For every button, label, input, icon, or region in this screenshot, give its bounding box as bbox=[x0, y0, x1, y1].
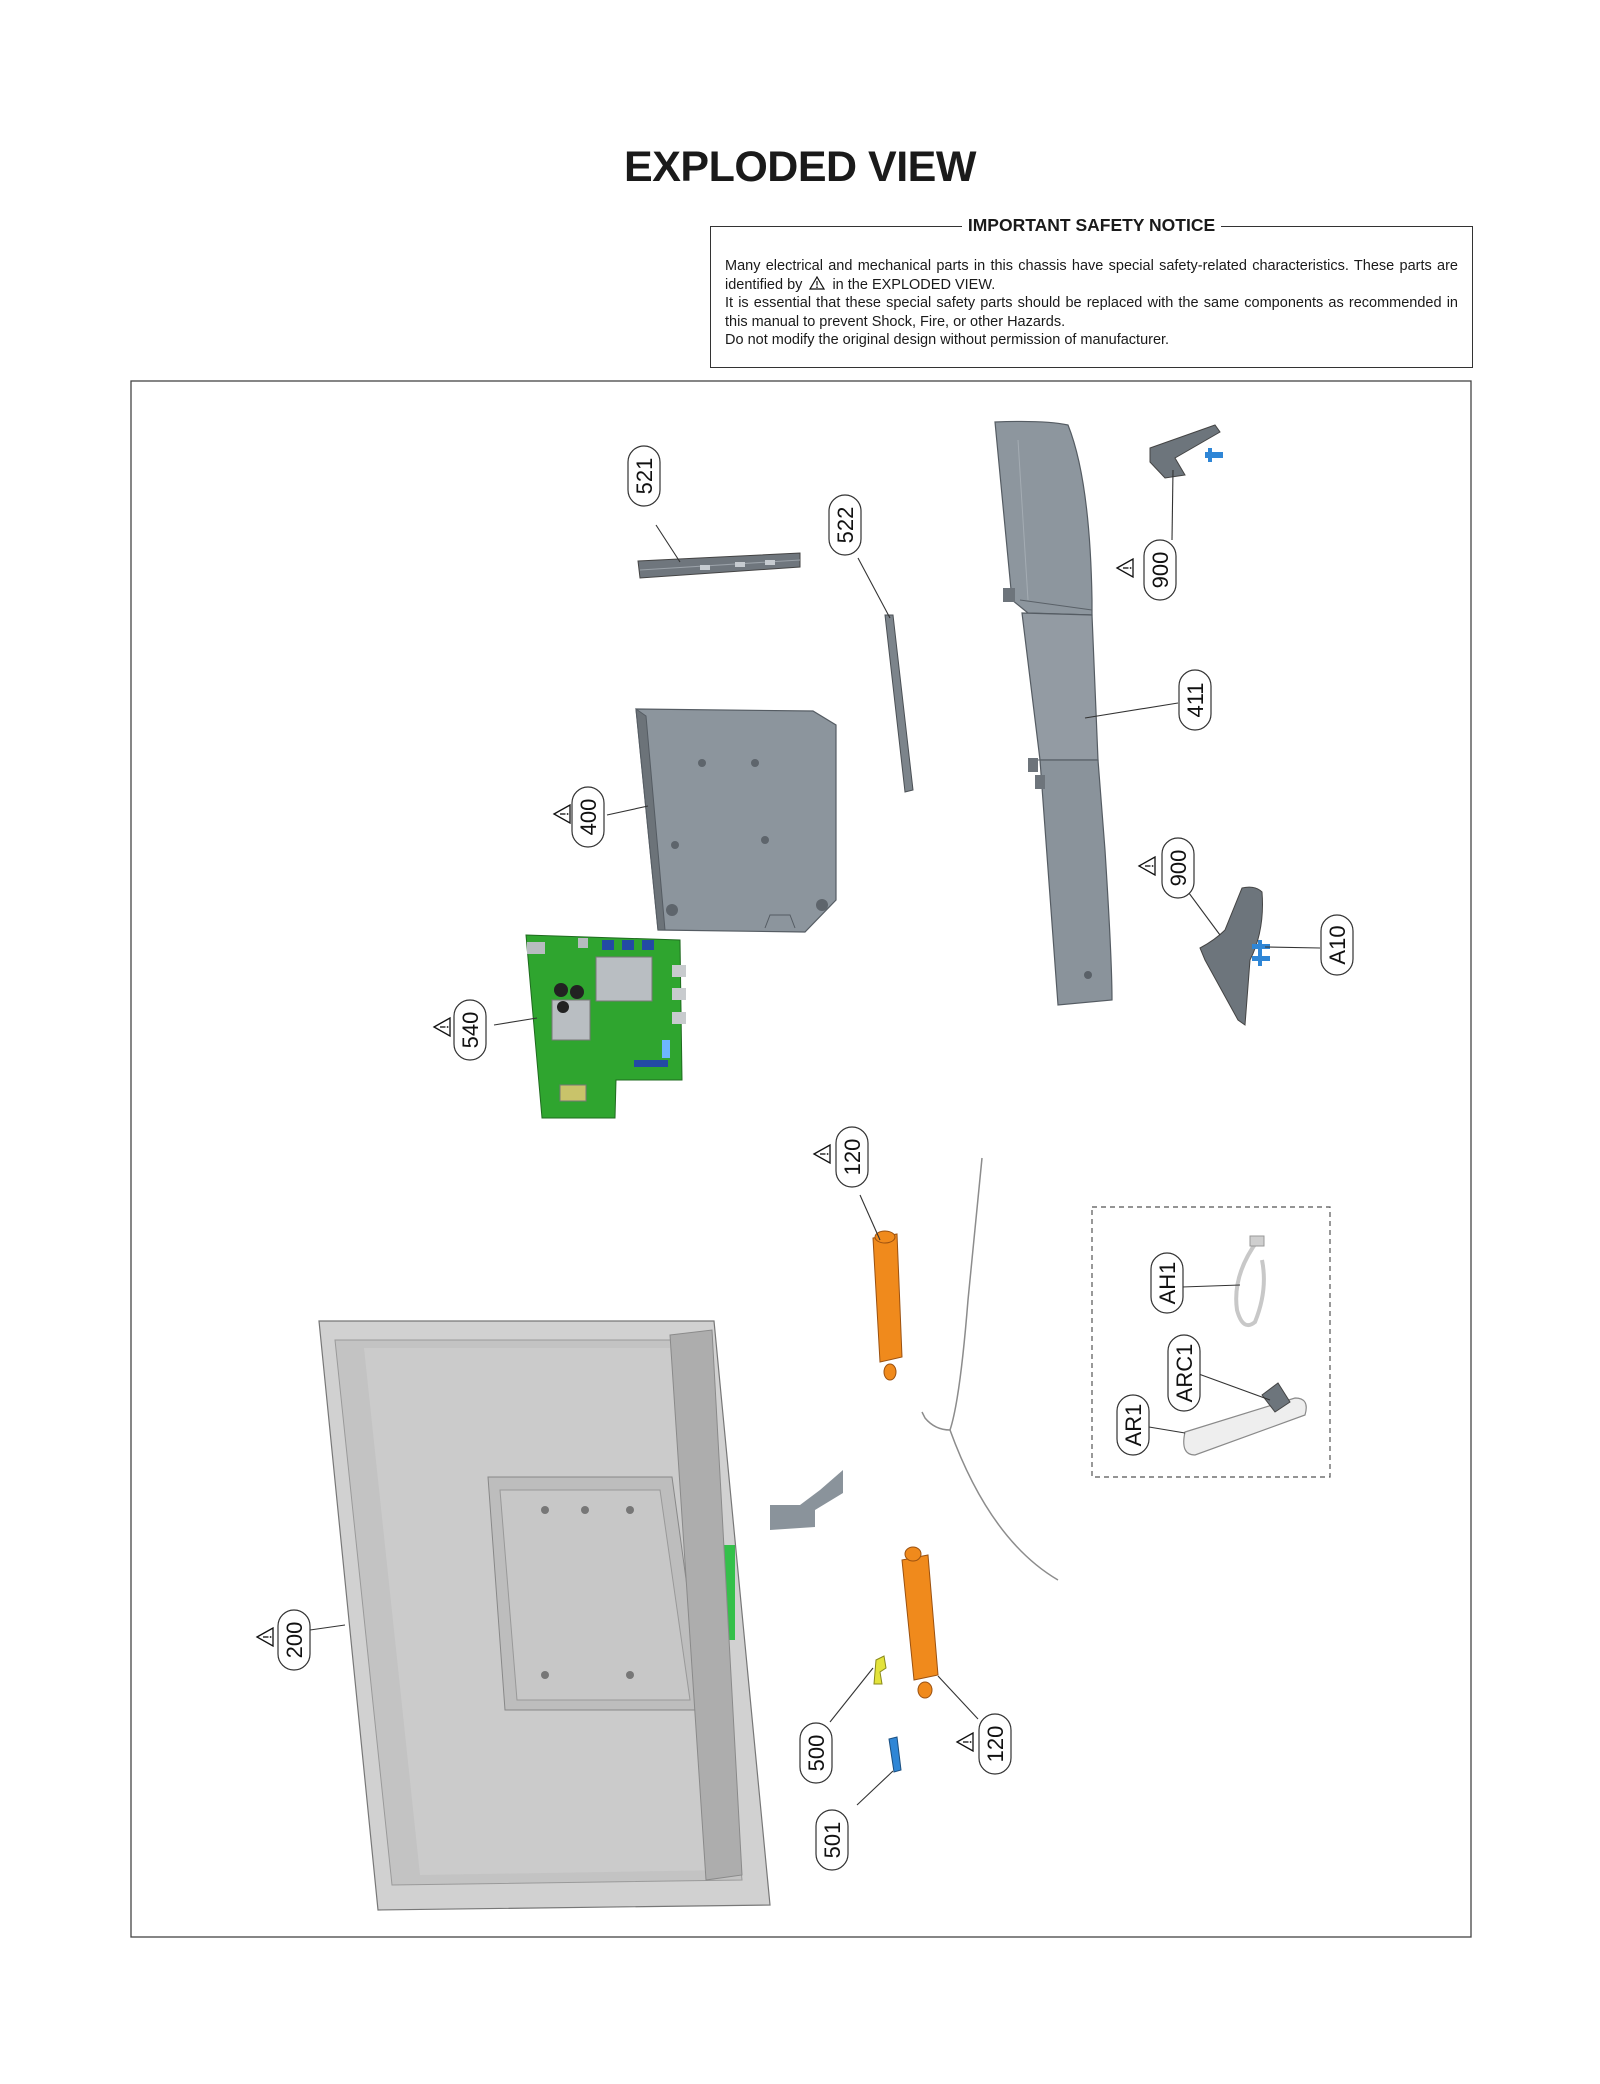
leader-lines bbox=[309, 469, 1321, 1806]
svg-text:500: 500 bbox=[804, 1735, 829, 1772]
svg-text:900: 900 bbox=[1148, 552, 1173, 589]
safety-notice-box: IMPORTANT SAFETY NOTICE Many electrical … bbox=[710, 215, 1473, 368]
warning-triangle-icon bbox=[809, 275, 826, 290]
svg-text:521: 521 bbox=[632, 458, 657, 495]
part-900-stand-top bbox=[1149, 424, 1221, 479]
callout-ar1: AR1 bbox=[1116, 1394, 1150, 1456]
callout-arc1: ARC1 bbox=[1167, 1334, 1201, 1412]
svg-text:900: 900 bbox=[1166, 850, 1191, 887]
svg-text:120: 120 bbox=[840, 1139, 865, 1176]
part-521-bracket bbox=[637, 552, 801, 579]
warning-triangle-icon bbox=[256, 1627, 274, 1647]
safety-notice-paragraph: Do not modify the original design withou… bbox=[725, 332, 1170, 349]
callout-540: 540 bbox=[453, 999, 487, 1061]
callout-900-top: 900 bbox=[1143, 539, 1177, 601]
svg-text:522: 522 bbox=[833, 507, 858, 544]
callout-a10: A10 bbox=[1320, 914, 1354, 976]
callout-522: 522 bbox=[828, 494, 862, 556]
page-title: EXPLODED VIEW bbox=[624, 143, 976, 191]
svg-text:200: 200 bbox=[282, 1622, 307, 1659]
svg-text:AR1: AR1 bbox=[1121, 1404, 1146, 1447]
warning-triangle-icon bbox=[433, 1017, 451, 1037]
part-500-clip bbox=[873, 1655, 887, 1685]
callout-500: 500 bbox=[799, 1722, 833, 1784]
callout-120-upper: 120 bbox=[835, 1126, 869, 1188]
warning-triangle-icon bbox=[956, 1732, 974, 1752]
svg-text:540: 540 bbox=[458, 1012, 483, 1049]
screw-icon bbox=[1252, 940, 1270, 966]
part-ar1-remote bbox=[1183, 1397, 1307, 1456]
warning-triangle-icon bbox=[553, 804, 571, 824]
accessory-box bbox=[1091, 1206, 1331, 1478]
warning-triangle-icon bbox=[1116, 558, 1134, 578]
svg-text:400: 400 bbox=[576, 799, 601, 836]
speaker-cable bbox=[921, 1157, 1059, 1581]
safety-notice-body: Many electrical and mechanical parts in … bbox=[725, 257, 1458, 350]
callout-411: 411 bbox=[1178, 669, 1212, 731]
part-arc1-battery-cover bbox=[1261, 1382, 1291, 1413]
part-501-blue-part bbox=[888, 1736, 902, 1773]
svg-text:120: 120 bbox=[983, 1726, 1008, 1763]
callout-521: 521 bbox=[627, 445, 661, 507]
part-120-speaker-upper bbox=[872, 1230, 903, 1381]
safety-notice-paragraph: Many electrical and mechanical parts in … bbox=[725, 258, 1458, 293]
part-400-main-cover bbox=[635, 707, 837, 933]
part-540-main-board bbox=[525, 934, 686, 1119]
svg-text:501: 501 bbox=[820, 1822, 845, 1859]
part-522-bracket bbox=[884, 614, 914, 793]
part-200-panel bbox=[318, 1320, 771, 1911]
screw-icon bbox=[1205, 448, 1223, 462]
warning-triangle-icon bbox=[1138, 856, 1156, 876]
part-120-speaker-lower bbox=[901, 1546, 939, 1699]
callout-400: 400 bbox=[571, 786, 605, 848]
callout-900-bottom: 900 bbox=[1161, 837, 1195, 899]
safety-notice-title: IMPORTANT SAFETY NOTICE bbox=[711, 215, 1472, 236]
part-411-back-cover bbox=[994, 420, 1113, 1006]
callout-ah1: AH1 bbox=[1150, 1252, 1184, 1314]
svg-text:ARC1: ARC1 bbox=[1172, 1344, 1197, 1403]
svg-text:AH1: AH1 bbox=[1155, 1262, 1180, 1305]
svg-text:A10: A10 bbox=[1325, 925, 1350, 964]
part-ah1-cable-tie bbox=[1234, 1235, 1266, 1327]
warning-triangle-icon bbox=[813, 1144, 831, 1164]
callout-200: 200 bbox=[277, 1609, 311, 1671]
callout-120-lower: 120 bbox=[978, 1713, 1012, 1775]
gray-bracket bbox=[770, 1470, 843, 1530]
safety-notice-paragraph: It is essential that these special safet… bbox=[725, 295, 1458, 330]
callout-501: 501 bbox=[815, 1809, 849, 1871]
svg-text:411: 411 bbox=[1183, 682, 1208, 717]
diagram-frame bbox=[130, 380, 1472, 1938]
